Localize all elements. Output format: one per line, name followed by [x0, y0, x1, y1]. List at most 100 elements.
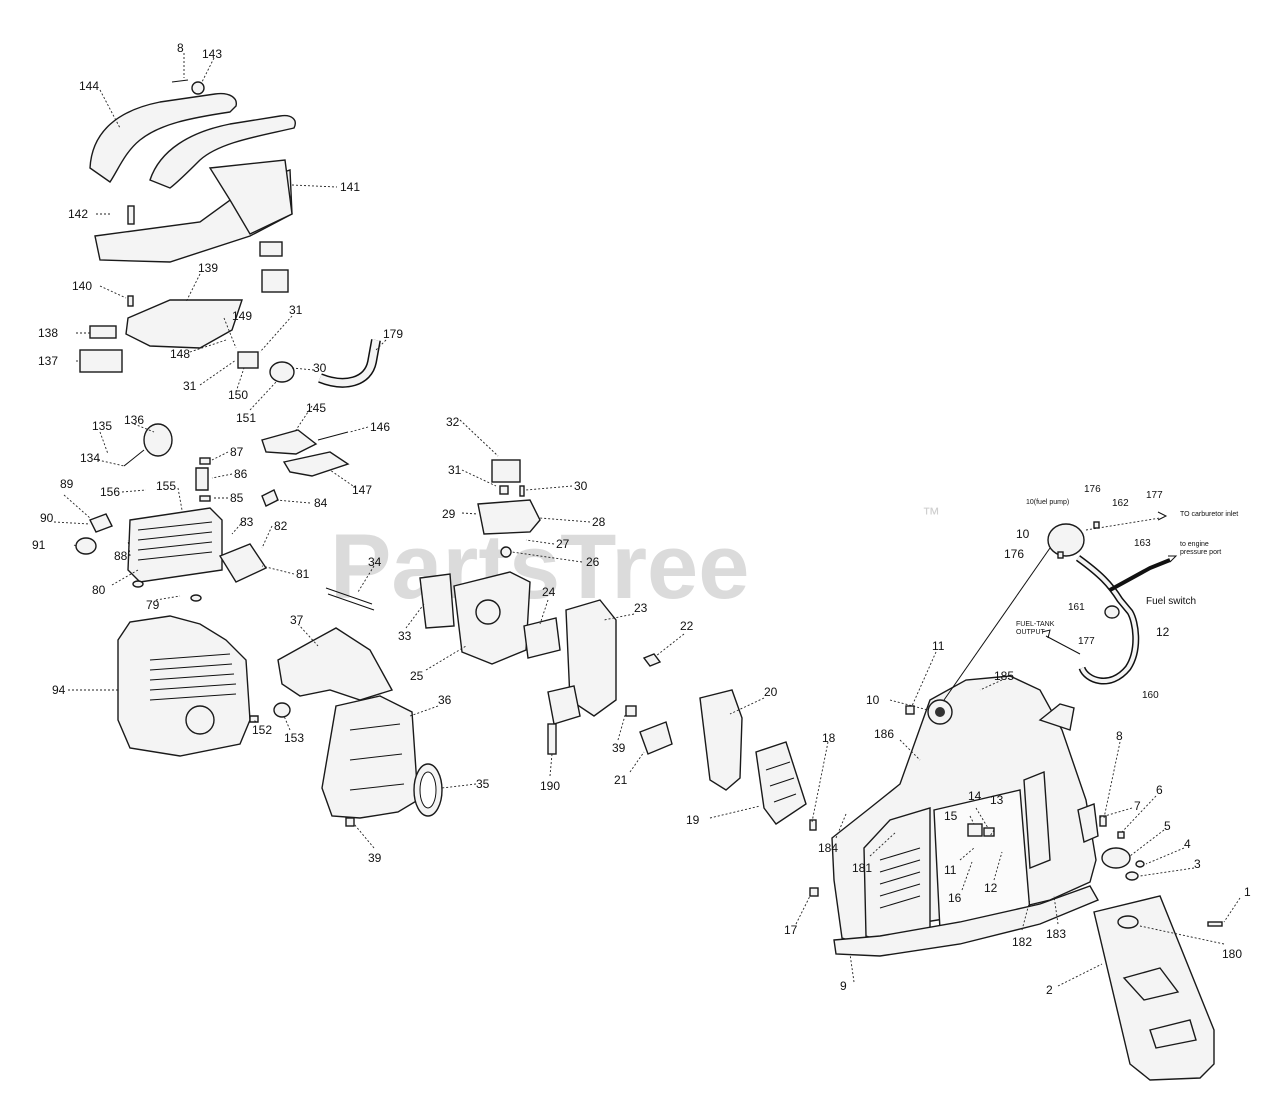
callout-87: 87	[230, 445, 244, 459]
callout-20: 20	[764, 685, 778, 699]
main-housing	[809, 547, 1145, 957]
callout-2: 2	[1046, 983, 1053, 997]
callout-8b: 8	[1116, 729, 1123, 743]
callout-176: 176	[1084, 484, 1101, 495]
engine-block	[117, 615, 291, 757]
note-fuel-pump: 10(fuel pump)	[1026, 499, 1069, 506]
callout-27: 27	[556, 537, 570, 551]
callout-19: 19	[686, 813, 700, 827]
callout-139: 139	[198, 261, 218, 275]
callout-12b: 12	[1156, 625, 1170, 639]
callout-143: 143	[202, 47, 222, 61]
callout-1: 1	[1244, 885, 1251, 899]
callout-151: 151	[236, 411, 256, 425]
callout-142: 142	[68, 207, 88, 221]
callout-144: 144	[79, 79, 99, 93]
handle-assembly	[79, 79, 381, 388]
cylinder-head-assembly	[75, 423, 350, 602]
callout-18: 18	[822, 731, 836, 745]
callout-6: 6	[1156, 783, 1163, 797]
carburetor-assembly	[419, 459, 817, 831]
callout-190: 190	[540, 779, 560, 793]
callout-90: 90	[40, 511, 54, 525]
shroud-assembly	[277, 587, 443, 827]
callout-150: 150	[228, 388, 248, 402]
callout-30: 30	[313, 361, 327, 375]
callout-186: 186	[874, 727, 894, 741]
note-fuel-tank-1: FUEL-TANK	[1016, 621, 1055, 628]
callout-31: 31	[289, 303, 303, 317]
note-fuel-switch: Fuel switch	[1146, 596, 1196, 607]
callout-labels: 8 143 144 141 142 140 139 138 137 148 14…	[32, 41, 1251, 997]
callout-85: 85	[230, 491, 244, 505]
callout-179: 179	[383, 327, 403, 341]
callout-24: 24	[542, 585, 556, 599]
callout-14: 14	[968, 789, 982, 803]
callout-21: 21	[614, 773, 628, 787]
callout-84: 84	[314, 496, 328, 510]
callout-180: 180	[1222, 947, 1242, 961]
callout-31c: 31	[448, 463, 462, 477]
callout-23: 23	[634, 601, 648, 615]
callout-153: 153	[284, 731, 304, 745]
callout-79: 79	[146, 598, 160, 612]
callout-148: 148	[170, 347, 190, 361]
callout-185: 185	[994, 669, 1014, 683]
callout-138: 138	[38, 326, 58, 340]
fuel-notes: 10(fuel pump) TO carburetor inlet to eng…	[1016, 499, 1238, 636]
callout-12: 12	[984, 881, 998, 895]
callout-88: 88	[114, 549, 128, 563]
callout-7: 7	[1134, 799, 1141, 813]
callout-11b: 11	[944, 863, 957, 877]
callout-82: 82	[274, 519, 288, 533]
callout-176b: 176	[1004, 547, 1024, 561]
callout-10: 10	[866, 693, 880, 707]
callout-8: 8	[177, 41, 184, 55]
callout-91: 91	[32, 538, 46, 552]
callout-10b: 10	[1016, 527, 1030, 541]
callout-17: 17	[784, 923, 798, 937]
callout-22: 22	[680, 619, 694, 633]
callout-4: 4	[1184, 837, 1191, 851]
note-fuel-tank-2: OUTPUT	[1016, 629, 1046, 636]
callout-81: 81	[296, 567, 310, 581]
callout-80: 80	[92, 583, 106, 597]
callout-15: 15	[944, 809, 958, 823]
callout-16: 16	[948, 891, 962, 905]
callout-3: 3	[1194, 857, 1201, 871]
callout-156: 156	[100, 485, 120, 499]
callout-13: 13	[990, 793, 1004, 807]
callout-141: 141	[340, 180, 360, 194]
callout-39: 39	[368, 851, 382, 865]
callout-137: 137	[38, 354, 58, 368]
note-to-carb: TO carburetor inlet	[1180, 511, 1238, 518]
note-to-engine-1: to engine	[1180, 541, 1209, 548]
watermark-tm: ™	[922, 504, 940, 524]
callout-177: 177	[1146, 490, 1163, 501]
callout-162: 162	[1112, 498, 1129, 509]
callout-145: 145	[306, 401, 326, 415]
callout-181: 181	[852, 861, 872, 875]
callout-39b: 39	[612, 741, 626, 755]
callout-9: 9	[840, 979, 847, 993]
callout-29: 29	[442, 507, 456, 521]
callout-83: 83	[240, 515, 254, 529]
callout-86: 86	[234, 467, 248, 481]
callout-146: 146	[370, 420, 390, 434]
watermark: PartsTree	[330, 516, 749, 618]
callout-32: 32	[446, 415, 460, 429]
callout-161: 161	[1068, 602, 1085, 613]
callout-25: 25	[410, 669, 424, 683]
note-to-engine-2: pressure port	[1180, 549, 1221, 556]
callout-33: 33	[398, 629, 412, 643]
callout-134: 134	[80, 451, 100, 465]
callout-147: 147	[352, 483, 372, 497]
callout-37: 37	[290, 613, 304, 627]
callout-34: 34	[368, 555, 382, 569]
callout-30b: 30	[574, 479, 588, 493]
callout-163: 163	[1134, 538, 1151, 549]
fuel-line-assembly	[1041, 511, 1178, 685]
cover-panel	[1093, 895, 1223, 1081]
callout-35: 35	[476, 777, 490, 791]
